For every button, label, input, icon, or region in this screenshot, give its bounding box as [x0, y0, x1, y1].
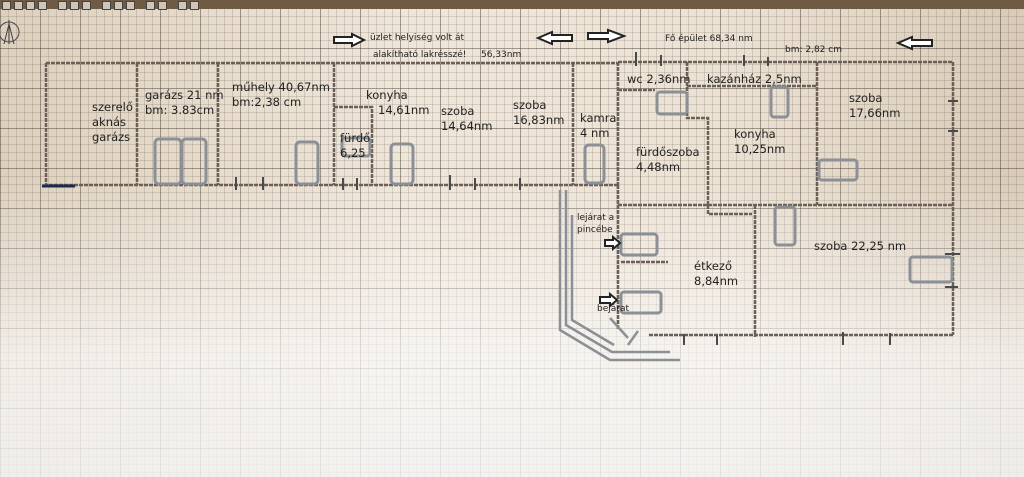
north-icon: [0, 20, 20, 45]
toolbar: [0, 0, 1024, 10]
tool-button[interactable]: [126, 1, 135, 10]
arrow-right-icon: [587, 28, 627, 44]
zoom-out-button[interactable]: [158, 1, 167, 10]
furniture: [153, 85, 954, 315]
main-bm-note: bm: 2,82 cm: [785, 45, 842, 55]
tool-button[interactable]: [26, 1, 35, 10]
tool-button[interactable]: [70, 1, 79, 10]
arrow-left-icon: [895, 35, 933, 51]
room-kazanhaz: kazánház 2,5nm: [707, 72, 802, 86]
tool-button[interactable]: [82, 1, 91, 10]
tool-button[interactable]: [14, 1, 23, 10]
tool-button[interactable]: [38, 1, 47, 10]
arrows: [333, 28, 933, 309]
arrow-right-icon: [604, 234, 622, 252]
tool-button[interactable]: [2, 1, 11, 10]
zoom-in-button[interactable]: [146, 1, 155, 10]
annex-area: 56,33nm: [481, 50, 522, 60]
room-szoba-4: szoba 22,25 nm: [814, 239, 907, 253]
tool-button[interactable]: [190, 1, 199, 10]
tool-button[interactable]: [102, 1, 111, 10]
tool-button[interactable]: [178, 1, 187, 10]
arrow-right-icon: [599, 291, 619, 309]
room-wc: wc 2,36nm: [627, 72, 691, 86]
arrow-left-icon: [535, 30, 573, 46]
outdoor-lines: [558, 190, 680, 362]
walls: [44, 60, 955, 337]
tool-button[interactable]: [114, 1, 123, 10]
main-building-note: Fő épület 68,34 nm: [665, 34, 753, 44]
arrow-right-icon: [333, 32, 367, 48]
annex-note-2: alakítható lakrésszé!: [373, 50, 467, 60]
label-bejarat: bejárat: [597, 304, 630, 314]
tool-button[interactable]: [58, 1, 67, 10]
annex-note: üzlet helyiség volt át: [370, 33, 464, 43]
door-ticks: [235, 52, 960, 345]
